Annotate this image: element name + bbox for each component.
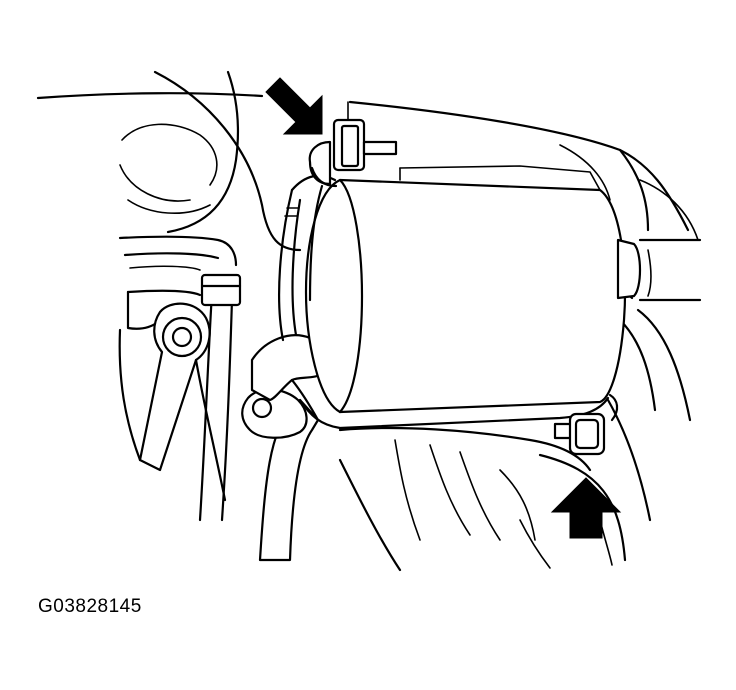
canister-pipe <box>241 334 332 562</box>
upper-mount-bolt <box>308 118 398 188</box>
canister-bracket <box>278 174 619 430</box>
vehicle-body-lines <box>36 70 702 522</box>
vapor-hose <box>198 273 242 522</box>
upper-bolt-arrow <box>265 77 323 135</box>
charcoal-canister <box>304 165 642 414</box>
suspension-arm <box>138 302 227 502</box>
lower-bolt-arrow <box>550 477 622 539</box>
floor-pan-lines <box>338 426 627 572</box>
lower-mount-bolt <box>553 412 606 456</box>
figure-id-label: G03828145 <box>38 596 142 617</box>
